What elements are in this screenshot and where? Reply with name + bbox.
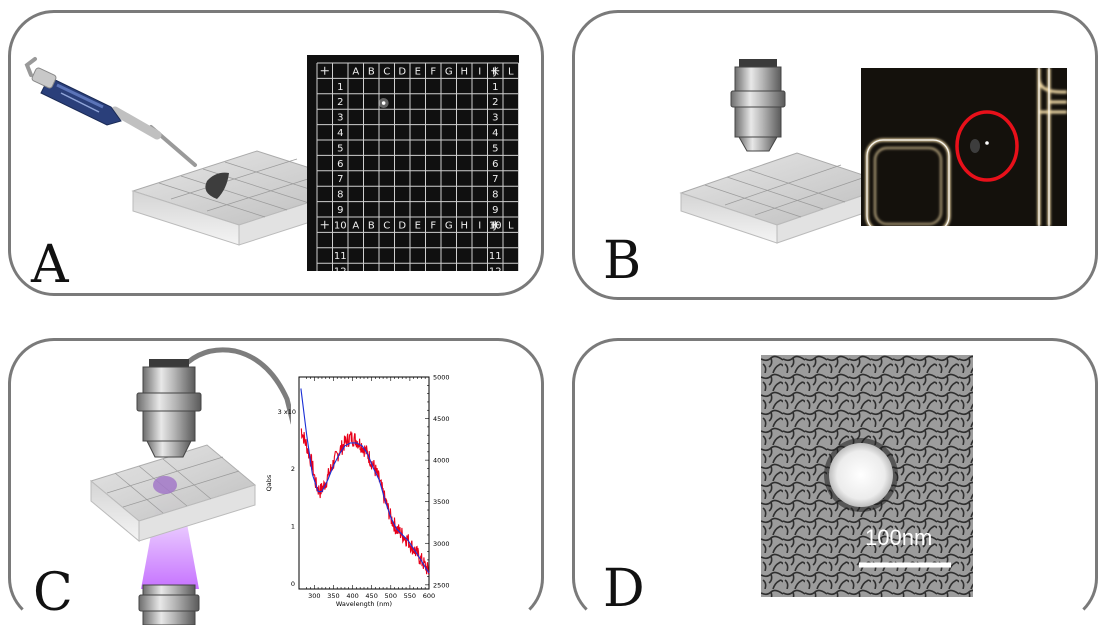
x-tick-label: 500 [385, 592, 397, 600]
x-tick-label: 450 [365, 592, 377, 600]
grid-column-label: I [478, 220, 481, 231]
x-tick-label: 350 [327, 592, 339, 600]
grid-row-label: 5 [337, 143, 343, 154]
y-right-tick-label: 2500 [433, 581, 450, 589]
fit-series-line [300, 388, 430, 574]
sem-image: 100nm [761, 355, 973, 597]
grid-column-label: E [415, 220, 421, 231]
grid-row-label: 3 [337, 113, 343, 124]
grid-row-label: 11 [334, 251, 347, 262]
grid-row-label: 4 [492, 128, 498, 139]
grid-row-label: 3 [492, 113, 498, 124]
grid-row-label: 10 [334, 220, 347, 231]
droplet [205, 172, 229, 199]
y-axis-label: Qabs [265, 474, 273, 491]
panel-a: ABCDEFGHIJKLABCDEFGHIJKL1122334455667788… [8, 10, 544, 296]
grid-column-label: L [508, 220, 514, 231]
grid-column-label: C [383, 66, 390, 77]
x-tick-label: 400 [346, 592, 358, 600]
alignment-mark [491, 66, 500, 75]
grid-row-label: 2 [492, 97, 498, 108]
y-left-tick-label: 2 [291, 465, 295, 473]
nanoparticle [829, 443, 893, 507]
condenser-lens-icon [138, 584, 200, 625]
grid-column-label: A [352, 220, 359, 231]
panel-label-d: D [603, 559, 645, 619]
grid-column-label: E [415, 66, 421, 77]
grid-row-label: 6 [337, 159, 343, 170]
y-right-tick-label: 3500 [433, 498, 450, 506]
grid-column-label: B [368, 66, 375, 77]
objective-lens-icon [136, 359, 202, 458]
optical-fiber [176, 347, 291, 425]
x-tick-label: 300 [308, 592, 320, 600]
y-left-tick-label: 1 [291, 522, 295, 530]
grid-row-label: 2 [337, 97, 343, 108]
panel-b-illustration [679, 59, 895, 244]
grid-column-label: D [398, 66, 406, 77]
y-right-tick-label: 5000 [433, 374, 450, 382]
grid-column-label: C [383, 220, 390, 231]
absorption-spectrum-chart: 300 350 400 450 500 550 600 0 1 2 3 x10 2500 3000 350… [265, 374, 450, 609]
grid-column-label: H [460, 66, 468, 77]
scale-bar-label: 100nm [865, 525, 933, 550]
grid-column-label: F [430, 220, 436, 231]
grid-row-label: 4 [337, 128, 343, 139]
grid-row-label: 7 [492, 174, 498, 185]
grid-row-label: 8 [337, 190, 343, 201]
dark-field-features [865, 68, 1067, 226]
grid-row-label: 9 [337, 205, 343, 216]
grid-row-label: 7 [337, 174, 343, 185]
x-axis-label: Wavelength (nm) [336, 600, 392, 608]
illuminated-spot [153, 476, 177, 494]
y-right-tick-label: 4500 [433, 415, 450, 423]
grid-column-label: L [508, 66, 514, 77]
alignment-mark [491, 220, 500, 229]
grid-row-label: 1 [492, 82, 498, 93]
grid-micrograph: ABCDEFGHIJKLABCDEFGHIJKL1122334455667788… [307, 55, 519, 280]
sem-texture [761, 355, 973, 597]
pipette-icon [24, 57, 197, 167]
grid-column-label: B [368, 220, 375, 231]
panel-c-illustration [89, 347, 291, 625]
grid-column-label: I [478, 66, 481, 77]
panel-label-a: A [31, 235, 69, 295]
grid-row-label: 5 [492, 143, 498, 154]
grid-row-label: 9 [492, 205, 498, 216]
grid-row-label: 12 [489, 267, 502, 271]
sample-chip [89, 444, 257, 543]
y-left-tick-label: 0 [291, 580, 295, 588]
alignment-mark [320, 220, 329, 229]
y-right-tick-label: 3000 [433, 540, 450, 548]
grid-column-label: H [460, 220, 468, 231]
grid-row-label: 6 [492, 159, 498, 170]
grid-column-label: A [352, 66, 359, 77]
y-left-top-label: 3 x10 [278, 408, 296, 416]
alignment-mark [320, 66, 329, 75]
grid-row-label: 11 [489, 251, 502, 262]
plot-frame [298, 376, 430, 590]
grid-lines: ABCDEFGHIJKLABCDEFGHIJKL1122334455667788… [316, 62, 519, 280]
grid-column-label: G [445, 66, 453, 77]
panel-c: 300 350 400 450 500 550 600 0 1 2 3 x10 2500 3000 350… [8, 338, 544, 625]
objective-lens-icon [730, 59, 786, 152]
grid-column-label: G [445, 220, 453, 231]
dark-field-image [861, 68, 1067, 226]
grid-column-label: F [430, 66, 436, 77]
grid-column-label: D [398, 220, 406, 231]
panel-d: 100nm D [572, 338, 1098, 624]
panel-label-b: B [603, 231, 642, 291]
panel-label-c: C [33, 563, 73, 623]
panel-b: B [572, 10, 1098, 300]
grid-row-label: 8 [492, 190, 498, 201]
x-tick-label: 550 [404, 592, 416, 600]
x-tick-label: 600 [423, 592, 435, 600]
y-right-tick-label: 4000 [433, 457, 450, 465]
grid-row-label: 12 [334, 267, 347, 271]
grid-row-label: 1 [337, 82, 343, 93]
highlight-circle [955, 110, 1019, 182]
bright-spot-core [381, 101, 386, 105]
